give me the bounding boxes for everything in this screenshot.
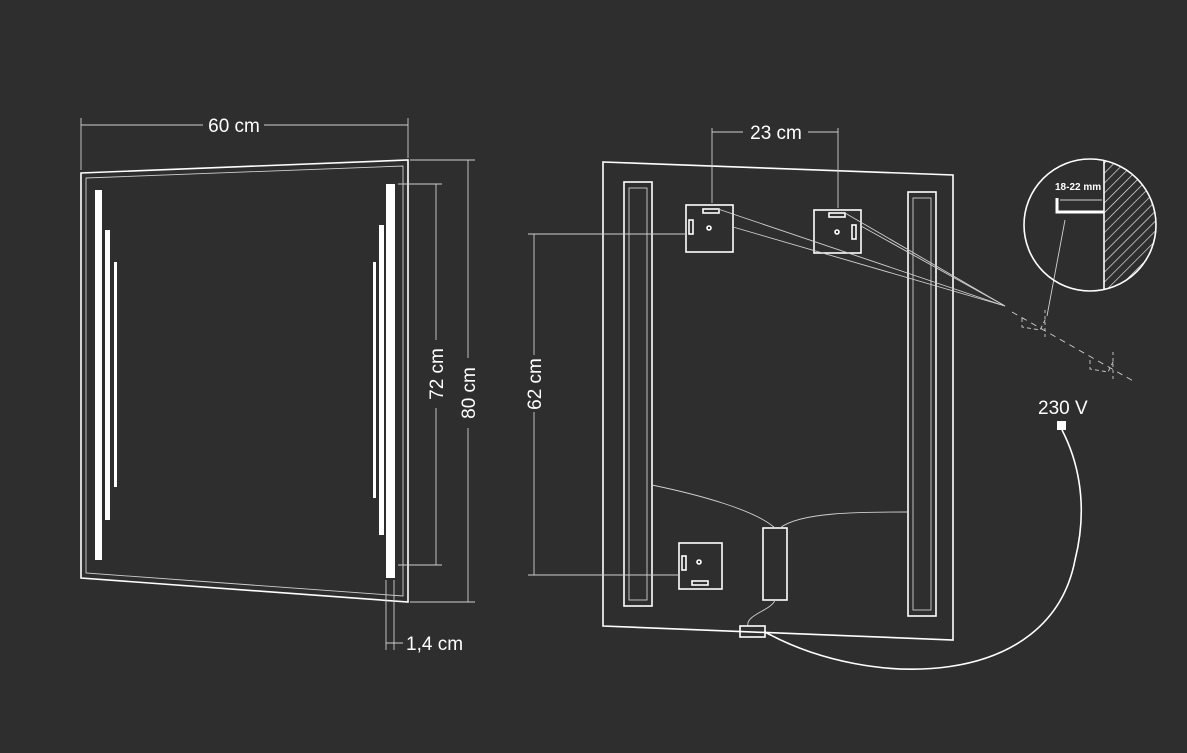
projection-line-3 <box>844 212 1006 307</box>
bracket-spacing-label: 23 cm <box>750 123 802 144</box>
bracket-top-left <box>685 204 734 253</box>
front-mirror-outline <box>80 159 409 603</box>
front-depth-label: 1,4 cm <box>406 634 463 655</box>
projection-line-2 <box>732 226 1006 307</box>
back-mirror-outline <box>602 161 954 641</box>
front-light-height-label: 72 cm <box>427 348 448 400</box>
front-depth-dimension: 1,4 cm <box>385 580 463 655</box>
bracket-bottom <box>678 542 723 590</box>
front-height-label: 80 cm <box>459 367 480 419</box>
wire-psu-to-plug <box>747 599 776 627</box>
back-led-channel-right-inner <box>912 197 932 611</box>
front-led-strip-left-3 <box>114 262 117 487</box>
front-height-dimension: 80 cm <box>410 159 480 603</box>
front-led-strip-right-1 <box>386 184 395 578</box>
bracket-vertical-dimension: 62 cm <box>525 233 686 576</box>
front-led-strip-left-1 <box>95 190 102 560</box>
back-view: 230 V 23 cm 62 cm <box>525 123 1157 670</box>
wall-gap-label: 18-22 mm <box>1055 182 1101 193</box>
back-led-channel-left-inner <box>628 187 648 601</box>
front-light-height-dimension: 72 cm <box>398 183 448 566</box>
bracket-vertical-label: 62 cm <box>525 358 546 410</box>
back-led-channel-left <box>623 181 653 607</box>
front-led-strip-left-2 <box>105 230 110 520</box>
front-mirror-inner-outline <box>85 165 404 597</box>
projection-line-4 <box>860 225 1006 307</box>
front-view: 60 cm 80 cm 72 cm 1,4 cm <box>80 116 480 655</box>
wall-gap-detail: 18-22 mm <box>1023 158 1157 292</box>
wire-left-to-psu <box>651 484 776 529</box>
front-width-dimension: 60 cm <box>80 116 409 170</box>
detail-pointer-line <box>1046 219 1066 317</box>
wall-hooks <box>1011 219 1136 383</box>
wall-hatch <box>1104 159 1156 291</box>
front-led-strip-right-3 <box>373 262 376 498</box>
connector-plug <box>739 625 766 638</box>
hook-profile <box>1055 198 1104 214</box>
power-supply-box <box>762 527 788 601</box>
back-led-channel-right <box>907 191 937 617</box>
bracket-spacing-dimension: 23 cm <box>711 123 839 208</box>
power-cable <box>764 429 1082 670</box>
front-width-label: 60 cm <box>208 116 260 137</box>
projection-line-1 <box>717 208 1006 307</box>
voltage-label: 230 V <box>1038 398 1088 419</box>
front-led-strip-right-2 <box>379 225 384 535</box>
power-cable-end <box>1057 421 1066 430</box>
bracket-top-right <box>813 209 862 254</box>
wire-right-to-psu <box>779 511 909 529</box>
